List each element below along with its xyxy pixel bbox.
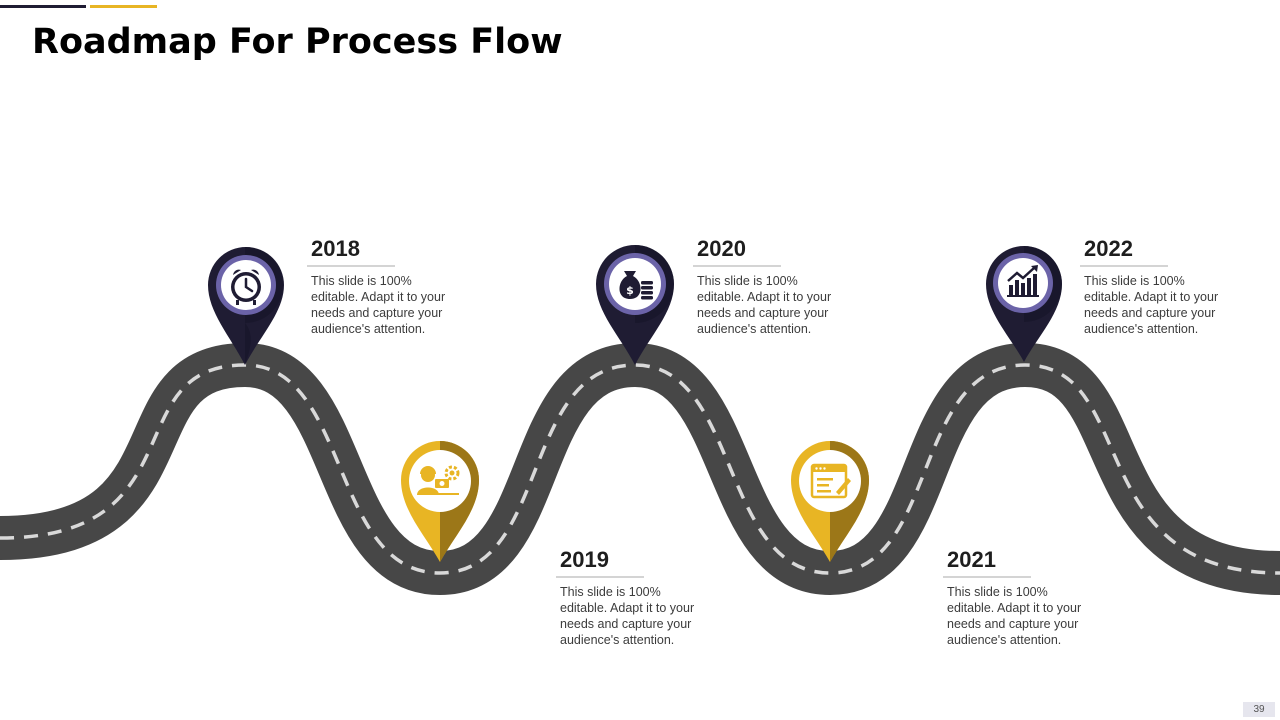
growth-chart-icon xyxy=(1007,265,1039,297)
road xyxy=(0,365,1280,573)
worker-settings-icon xyxy=(417,465,460,495)
milestone-year: 2019 xyxy=(560,547,609,572)
divider xyxy=(1080,265,1168,267)
divider xyxy=(693,265,781,267)
milestone-year: 2022 xyxy=(1084,236,1133,261)
page-title: Roadmap For Process Flow xyxy=(32,22,563,62)
money-bag-icon: $ xyxy=(619,271,653,300)
pin-2018 xyxy=(208,247,284,365)
divider xyxy=(943,576,1031,578)
milestone-2020: 2020 This slide is 100% editable. Adapt … xyxy=(693,236,872,337)
milestone-year: 2018 xyxy=(311,236,360,261)
divider xyxy=(307,265,395,267)
milestone-description: This slide is 100% editable. Adapt it to… xyxy=(311,274,446,336)
milestone-description: This slide is 100% editable. Adapt it to… xyxy=(947,585,1082,647)
milestone-description: This slide is 100% editable. Adapt it to… xyxy=(1084,274,1219,336)
milestone-year: 2021 xyxy=(947,547,996,572)
pin-2021 xyxy=(791,441,869,562)
milestone-description: This slide is 100% editable. Adapt it to… xyxy=(560,585,695,647)
web-document-icon xyxy=(810,463,851,499)
alarm-clock-icon xyxy=(231,269,261,305)
header-accent-bar-dark xyxy=(0,5,86,8)
milestone-description: This slide is 100% editable. Adapt it to… xyxy=(697,274,832,336)
milestone-year: 2020 xyxy=(697,236,746,261)
header-accent-bar-gold xyxy=(90,5,157,8)
divider xyxy=(556,576,644,578)
pin-2019 xyxy=(401,441,479,562)
milestone-2021: 2021 This slide is 100% editable. Adapt … xyxy=(943,547,1122,648)
milestone-2018: 2018 This slide is 100% editable. Adapt … xyxy=(307,236,486,337)
pin-2022 xyxy=(986,246,1062,362)
milestone-2022: 2022 This slide is 100% editable. Adapt … xyxy=(1080,236,1259,337)
milestone-2019: 2019 This slide is 100% editable. Adapt … xyxy=(556,547,735,648)
pin-2020: $ xyxy=(596,245,674,365)
page-number: 39 xyxy=(1243,702,1275,717)
svg-text:$: $ xyxy=(626,284,634,297)
